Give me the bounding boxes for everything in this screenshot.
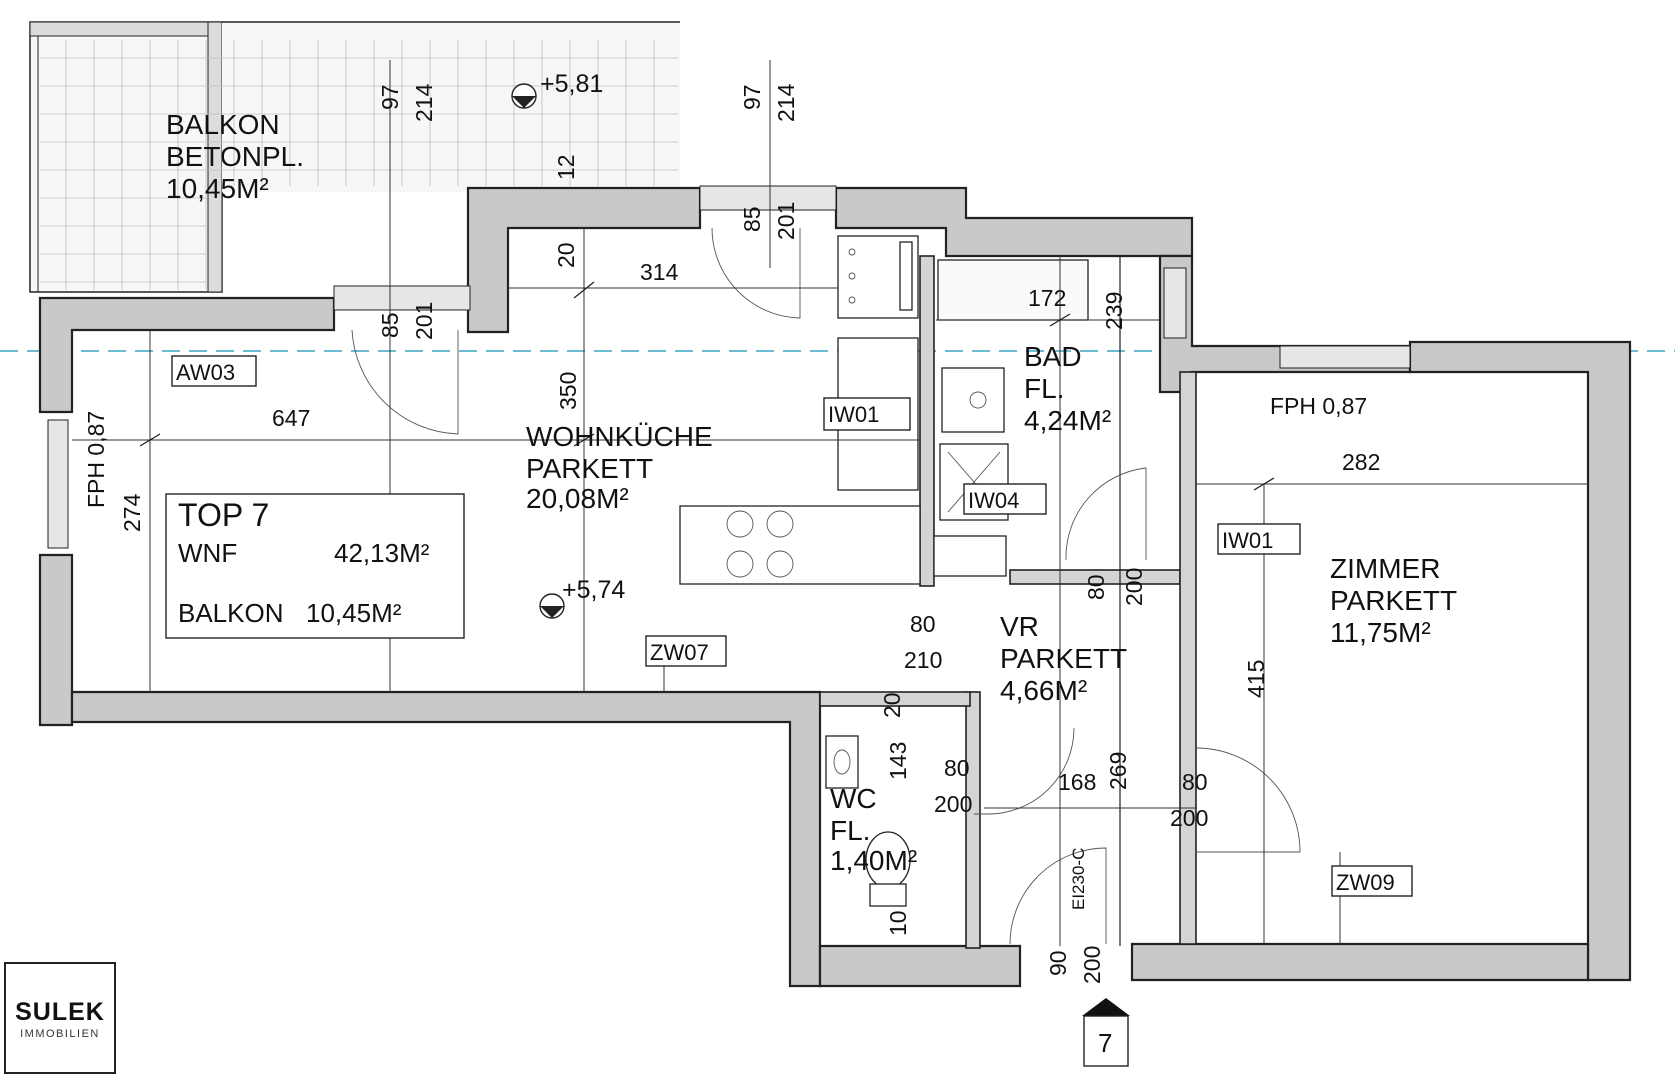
fph-right: FPH 0,87 (1270, 393, 1367, 419)
dim-20-b: 20 (879, 692, 905, 718)
level-upper-text: +5,81 (540, 70, 603, 98)
dim-12: 12 (553, 154, 579, 180)
dim-214-b: 214 (773, 83, 799, 122)
door-swings (351, 227, 1301, 945)
logo: SULEK IMMOBILIEN (4, 962, 116, 1074)
room-area-wohnkueche: 20,08M² (526, 483, 629, 514)
room-area-vr: 4,66M² (1000, 675, 1087, 706)
dim-90: 90 (1045, 950, 1071, 976)
room-name-balkon: BALKON (166, 109, 280, 140)
dim-274: 274 (119, 493, 145, 532)
room-floor-balkon: BETONPL. (166, 141, 304, 172)
dim-200-d: 200 (1079, 946, 1105, 984)
summary-title: TOP 7 (178, 497, 269, 533)
balcony-area (29, 21, 680, 293)
dim-415: 415 (1243, 660, 1269, 698)
room-name-vr: VR (1000, 611, 1039, 642)
logo-sub-text: IMMOBILIEN (20, 1028, 100, 1040)
summary-balkon-label: BALKON (178, 598, 284, 628)
dim-97-a: 97 (377, 84, 403, 110)
tag-iw01-kitchen: IW01 (828, 402, 879, 427)
wc-fixtures (825, 735, 911, 907)
logo-main-text: SULEK (15, 998, 105, 1026)
level-marker-lower (539, 593, 565, 619)
summary-box (165, 493, 465, 639)
room-floor-wc: FL. (830, 815, 870, 846)
room-floor-vr: PARKETT (1000, 643, 1127, 674)
dim-210: 210 (904, 647, 942, 673)
room-name-bad: BAD (1024, 341, 1082, 372)
dim-20-a: 20 (553, 242, 579, 268)
tag-zw09: ZW09 (1336, 870, 1395, 895)
entrance-number: 7 (1098, 1028, 1112, 1058)
entrance-marker (1082, 998, 1130, 1067)
dim-201-b: 201 (411, 302, 437, 340)
dim-214-a: 214 (411, 83, 437, 122)
dim-168: 168 (1058, 769, 1096, 795)
windows (47, 185, 1411, 549)
room-floor-zimmer: PARKETT (1330, 585, 1457, 616)
room-name-zimmer: ZIMMER (1330, 553, 1440, 584)
room-area-bad: 4,24M² (1024, 405, 1111, 436)
tag-zw07: ZW07 (650, 640, 709, 665)
dim-97-b: 97 (739, 84, 765, 110)
dim-200-c: 200 (1170, 805, 1208, 831)
room-name-wc: WC (830, 783, 877, 814)
dim-85-a: 85 (739, 206, 765, 232)
inner-walls (819, 255, 1197, 949)
dim-143: 143 (885, 742, 911, 780)
dim-269: 269 (1105, 752, 1131, 790)
room-area-wc: 1,40M² (830, 845, 917, 876)
dim-201-a: 201 (773, 202, 799, 240)
dim-647: 647 (272, 405, 310, 431)
dim-80-a: 80 (910, 611, 936, 637)
tag-iw04: IW04 (968, 488, 1019, 513)
summary-balkon-value: 10,45M² (306, 598, 402, 628)
dim-350: 350 (555, 372, 581, 410)
dim-314: 314 (640, 259, 679, 285)
summary-wnf-label: WNF (178, 538, 237, 568)
outer-walls (38, 186, 1632, 988)
wall-tag-boxes (171, 355, 1413, 897)
summary-wnf-value: 42,13M² (334, 538, 430, 568)
room-area-balkon: 10,45M² (166, 173, 269, 204)
dim-239: 239 (1101, 292, 1127, 330)
dim-200-b: 200 (934, 791, 972, 817)
dim-10: 10 (885, 910, 911, 936)
tag-aw03: AW03 (176, 360, 235, 385)
dim-172: 172 (1028, 285, 1066, 311)
dim-80-b: 80 (1083, 574, 1109, 600)
room-floor-bad: FL. (1024, 373, 1064, 404)
dim-80-c: 80 (944, 755, 970, 781)
dim-85-b: 85 (377, 312, 403, 338)
door-rating: EI230-C (1069, 848, 1088, 910)
dim-200-a: 200 (1121, 568, 1147, 606)
room-floor-wohnkueche: PARKETT (526, 453, 653, 484)
level-lower-text: +5,74 (562, 576, 625, 604)
tag-iw01-zimmer: IW01 (1222, 528, 1273, 553)
level-marker-upper (511, 83, 537, 109)
dim-282: 282 (1342, 449, 1380, 475)
room-name-wohnkueche: WOHNKÜCHE (526, 421, 713, 452)
fph-left: FPH 0,87 (83, 411, 109, 508)
room-area-zimmer: 11,75M² (1330, 617, 1431, 648)
dim-80-d: 80 (1182, 769, 1208, 795)
